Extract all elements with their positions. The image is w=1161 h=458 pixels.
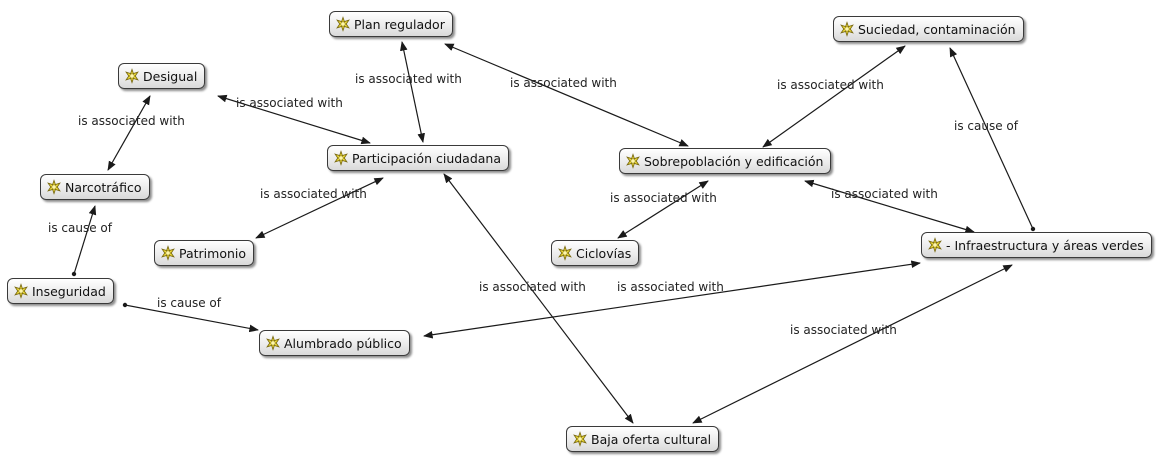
- edge-infra-suciedad[interactable]: [949, 47, 1034, 230]
- node-label: - Infraestructura y áreas verdes: [946, 237, 1144, 253]
- concept-icon: [928, 238, 942, 252]
- edge-infra-baja[interactable]: [692, 264, 1013, 424]
- concept-icon: [336, 17, 350, 31]
- concept-icon: [626, 154, 640, 168]
- concept-icon: [125, 69, 139, 83]
- edge-label: is associated with: [236, 96, 343, 110]
- node-ciclovias[interactable]: Ciclovías: [551, 240, 640, 266]
- edge-label: is associated with: [790, 323, 897, 337]
- concept-icon: [47, 180, 61, 194]
- node-label: Narcotráfico: [65, 179, 142, 195]
- edge-label: is cause of: [48, 221, 112, 235]
- edge-label: is associated with: [831, 187, 938, 201]
- node-infraestructura-areas-verdes[interactable]: - Infraestructura y áreas verdes: [921, 232, 1152, 258]
- node-inseguridad[interactable]: Inseguridad: [7, 278, 114, 304]
- edge-label: is associated with: [78, 114, 185, 128]
- edge-label: is associated with: [510, 76, 617, 90]
- edge-label: is associated with: [355, 72, 462, 86]
- node-label: Plan regulador: [354, 16, 445, 32]
- edge-inseguridad-narco[interactable]: [73, 205, 97, 275]
- concept-icon: [161, 246, 175, 260]
- edge-plan-participacion[interactable]: [400, 41, 425, 143]
- node-label: Alumbrado público: [284, 335, 402, 351]
- edge-participacion-patrimonio[interactable]: [255, 177, 384, 239]
- edge-label: is associated with: [479, 280, 586, 294]
- edge-sobre-ciclovias[interactable]: [617, 180, 709, 239]
- node-narcotrafico[interactable]: Narcotráfico: [40, 174, 150, 200]
- concept-icon: [266, 336, 280, 350]
- node-patrimonio[interactable]: Patrimonio: [154, 240, 255, 266]
- concept-icon: [334, 151, 348, 165]
- node-sobrepoblacion-edificacion[interactable]: Sobrepoblación y edificación: [619, 148, 832, 174]
- node-baja-oferta-cultural[interactable]: Baja oferta cultural: [566, 426, 720, 452]
- edge-label: is associated with: [260, 187, 367, 201]
- node-desigual[interactable]: Desigual: [118, 63, 206, 89]
- edge-participacion-baja[interactable]: [443, 173, 634, 424]
- node-label: Inseguridad: [32, 283, 106, 299]
- concept-icon: [840, 22, 854, 36]
- concept-icon: [573, 432, 587, 446]
- edge-desigual-participacion[interactable]: [217, 94, 371, 145]
- edge-sobre-infra[interactable]: [804, 179, 975, 234]
- node-label: Participación ciudadana: [352, 150, 502, 166]
- node-label: Ciclovías: [576, 245, 632, 261]
- node-plan-regulador[interactable]: Plan regulador: [329, 11, 453, 37]
- edge-desigual-narco[interactable]: [107, 95, 151, 171]
- edge-label: is associated with: [610, 191, 717, 205]
- node-participacion-ciudadana[interactable]: Participación ciudadana: [327, 145, 510, 171]
- node-label: Desigual: [143, 68, 198, 84]
- edge-inseguridad-alumbrado[interactable]: [124, 304, 259, 333]
- node-alumbrado-publico[interactable]: Alumbrado público: [259, 330, 410, 356]
- node-suciedad-contaminacion[interactable]: Suciedad, contaminación: [833, 16, 1024, 42]
- concept-icon: [14, 284, 28, 298]
- edge-label: is associated with: [617, 280, 724, 294]
- edge-label: is cause of: [157, 296, 221, 310]
- node-label: Patrimonio: [179, 245, 247, 261]
- edge-label: is associated with: [777, 78, 884, 92]
- node-label: Suciedad, contaminación: [858, 21, 1016, 37]
- node-label: Baja oferta cultural: [591, 431, 712, 447]
- edge-label: is cause of: [954, 119, 1018, 133]
- concept-icon: [558, 246, 572, 260]
- node-label: Sobrepoblación y edificación: [644, 153, 824, 169]
- edge-plan-sobre[interactable]: [444, 43, 689, 147]
- edge-suciedad-sobre[interactable]: [762, 45, 906, 148]
